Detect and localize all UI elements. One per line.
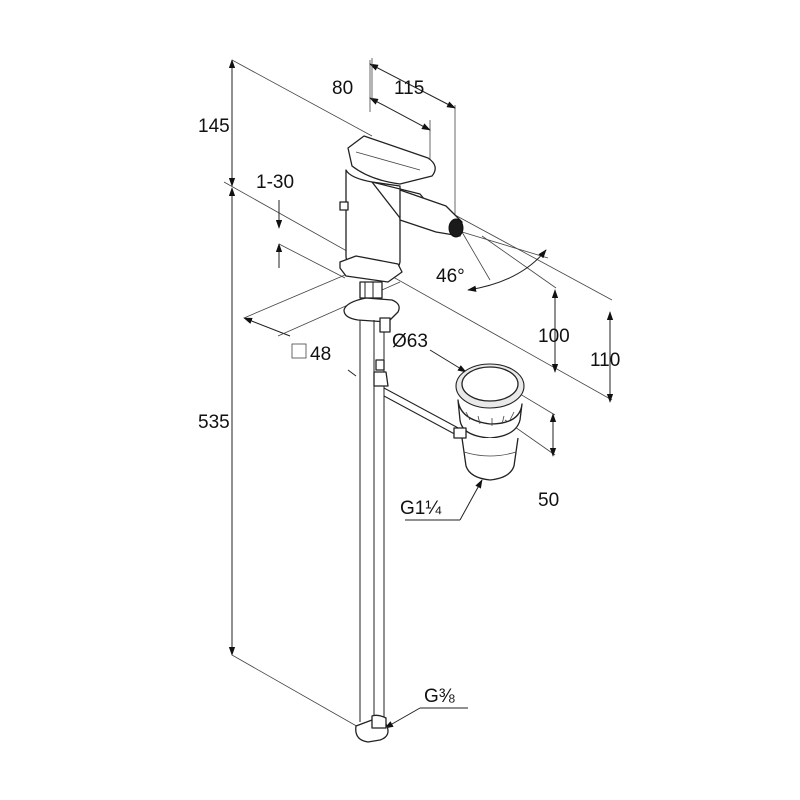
shank [359, 281, 383, 299]
thread-g38: G⅜ [424, 686, 455, 707]
pipe-clamp [373, 371, 389, 387]
popup-cap-top [461, 366, 519, 402]
base-plate [339, 255, 403, 283]
side-knob [339, 201, 349, 211]
spout-aerator [448, 218, 464, 238]
dim-80-line [369, 97, 431, 131]
dim-110: 110 [590, 350, 620, 371]
side-pin [347, 369, 357, 377]
mounting-washer [343, 297, 400, 323]
pipe-fitting [375, 359, 385, 371]
ext-line-bottom [231, 654, 361, 729]
dim-63: Ø63 [392, 331, 428, 352]
thread-g114: G1¼ [400, 498, 442, 519]
dim-80: 80 [332, 78, 353, 99]
dim-48-arrow-a [243, 317, 291, 337]
dim-46deg: 46° [436, 266, 465, 287]
pull-rod-b [383, 395, 463, 439]
ext-line-top [231, 59, 373, 137]
dimension-lines [223, 58, 614, 729]
lever-handle [347, 135, 436, 185]
bottom-connector-b [371, 714, 387, 729]
dimension-labels: 80 115 145 1-30 46° 100 110 48 Ø63 535 5… [198, 78, 620, 707]
dim-535: 535 [198, 412, 230, 433]
dim-48: 48 [310, 344, 331, 365]
waste-body [461, 437, 519, 481]
faucet-body [339, 135, 464, 743]
dim-100: 100 [538, 326, 570, 347]
washer-nut [379, 317, 391, 333]
popup-waste [383, 363, 525, 481]
ext-1-30 [278, 243, 346, 279]
lever-detail [355, 151, 421, 171]
ext-100-top [481, 235, 557, 289]
dim-115: 115 [394, 78, 424, 99]
flange-slots [465, 411, 515, 426]
leader-63 [429, 349, 467, 373]
dim-50: 50 [538, 490, 559, 511]
ext-48-a [243, 274, 346, 319]
dim-115-line [369, 63, 456, 109]
dim-1-30: 1-30 [256, 172, 294, 193]
ext-spout-top [454, 214, 613, 301]
pull-rod-a [383, 387, 463, 431]
square-section-icon [291, 343, 307, 359]
leader-g114 [459, 479, 483, 521]
waste-connector [453, 427, 467, 439]
angle-arc [467, 249, 547, 292]
dim-145: 145 [198, 116, 230, 137]
waste-ring [463, 451, 517, 457]
popup-flange [457, 399, 523, 439]
leader-g38 [384, 707, 421, 729]
ext-line-mid [223, 181, 613, 401]
